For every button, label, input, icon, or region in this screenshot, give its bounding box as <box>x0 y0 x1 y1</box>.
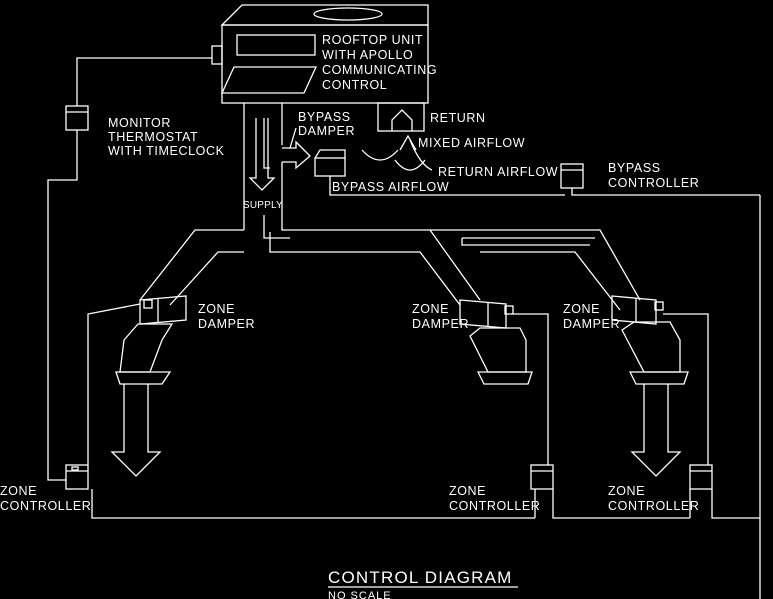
zone-damper-label-right-2: DAMPER <box>563 317 620 331</box>
rooftop-unit <box>211 4 429 230</box>
diagram-title: CONTROL DIAGRAM <box>328 568 513 587</box>
bypass-damper-label-2: DAMPER <box>298 124 355 138</box>
zone-branch-middle <box>459 299 549 465</box>
monitor-thermostat-label-2: THERMOSTAT <box>108 130 198 144</box>
supply-trunk <box>139 212 641 311</box>
monitor-thermostat-label-3: WITH TIMECLOCK <box>108 144 225 158</box>
zone-damper-label-middle-2: DAMPER <box>412 317 469 331</box>
zone-damper-label-left-1: ZONE <box>198 302 235 316</box>
zone-controller-label-right-1: ZONE <box>608 484 645 498</box>
zone-damper-label-middle-1: ZONE <box>412 302 449 316</box>
monitor-thermostat-label-1: MONITOR <box>108 116 171 130</box>
zone-branch-right <box>611 295 709 477</box>
zone-controller-middle <box>530 464 690 519</box>
bypass-airflow-label: BYPASS AIRFLOW <box>332 180 449 194</box>
zone-controller-label-middle-2: CONTROLLER <box>449 499 540 513</box>
monitor-thermostat <box>47 57 212 481</box>
zone-controller-right <box>689 464 760 519</box>
supply-arrow <box>248 118 276 191</box>
zone-controller-label-left-1: ZONE <box>0 484 37 498</box>
bypass-controller-label-2: CONTROLLER <box>608 176 699 190</box>
return-label: RETURN <box>430 111 486 125</box>
diagram-subtitle: NO SCALE <box>328 590 392 599</box>
rooftop-unit-label-4: CONTROL <box>322 78 387 92</box>
rooftop-unit-label-1: ROOFTOP UNIT <box>322 33 423 47</box>
mixed-airflow-label: MIXED AIRFLOW <box>418 136 525 150</box>
bypass-controller-label-1: BYPASS <box>608 161 661 175</box>
zone-controller-label-left-2: CONTROLLER <box>0 499 91 513</box>
return-airflow-label: RETURN AIRFLOW <box>438 165 558 179</box>
rooftop-unit-label-2: WITH APOLLO <box>322 48 413 62</box>
bypass-damper <box>281 140 565 212</box>
zone-controller-label-right-2: CONTROLLER <box>608 499 699 513</box>
bypass-controller <box>560 163 760 196</box>
bypass-damper-label-1: BYPASS <box>298 110 351 124</box>
return-duct <box>361 102 433 171</box>
zone-branch-left <box>87 295 187 477</box>
supply-label: SUPPLY <box>243 200 283 211</box>
zone-damper-label-right-1: ZONE <box>563 302 600 316</box>
rooftop-unit-label-3: COMMUNICATING <box>322 63 437 77</box>
zone-damper-label-left-2: DAMPER <box>198 317 255 331</box>
zone-controller-left <box>65 464 535 519</box>
zone-controller-label-middle-1: ZONE <box>449 484 486 498</box>
